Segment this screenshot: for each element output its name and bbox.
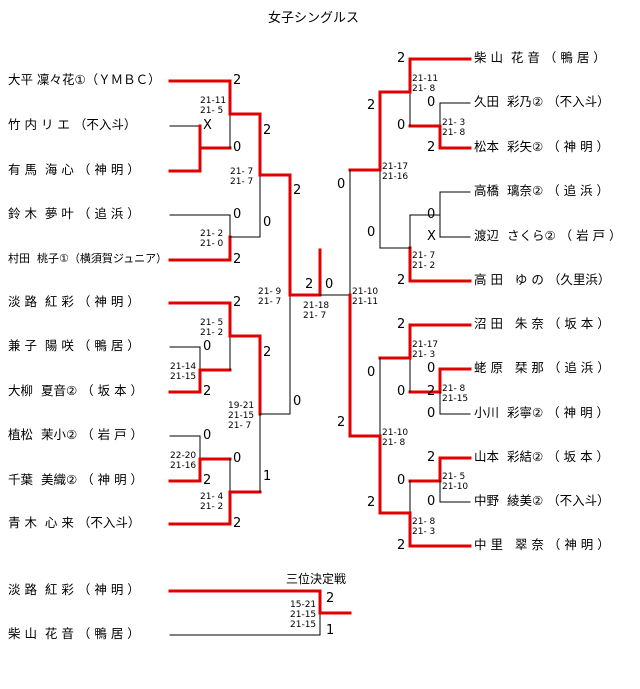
game-count: 0 [203, 428, 212, 443]
right-player: 渡辺 さくら② （ 岩 戸 ） [474, 228, 622, 243]
game-count: 0 [427, 361, 436, 376]
match-score: 21- 7 21- 2 [412, 251, 436, 271]
right-player: 山本 彩結② （ 坂 本 ） [474, 449, 610, 464]
game-count: 0 [203, 339, 212, 354]
match-score: 22-20 21-16 [170, 451, 197, 471]
match-score: 21-17 21-16 [382, 162, 409, 182]
left-player: 大柳 夏音② （ 坂 本 ） [8, 383, 144, 398]
game-count: 2 [367, 495, 376, 510]
left-player: 村田 桃子①（横須賀ジュニア） [8, 252, 168, 265]
right-player: 高 田 ゆ の （久里浜） [474, 272, 611, 287]
game-count: 2 [233, 73, 242, 88]
right-player: 中野 綾美② （不入斗） [474, 493, 610, 508]
game-count: 2 [326, 591, 335, 606]
right-player: 小川 彩寧② （ 神 明 ） [474, 405, 610, 420]
final-left-count: 2 [305, 277, 314, 292]
game-count: 2 [427, 384, 436, 399]
third-player: 淡 路 紅 彩 （ 神 明 ） [8, 582, 140, 597]
game-count: 1 [263, 469, 272, 484]
game-count: 2 [263, 345, 272, 360]
left-player: 植松 茉小② （ 岩 戸 ） [8, 427, 144, 442]
game-count: 2 [233, 516, 242, 531]
game-count: 0 [233, 207, 242, 222]
match-score: 21- 8 21- 3 [412, 517, 436, 537]
game-count: 0 [427, 95, 436, 110]
line-p3 [168, 146, 232, 173]
match-score: 21-10 21- 8 [382, 428, 409, 448]
game-count: 2 [397, 273, 406, 288]
match-score: 21- 4 21- 2 [200, 492, 224, 512]
match-score: 21-11 21- 8 [412, 74, 439, 94]
final-right-count: 0 [325, 277, 334, 292]
game-count: 2 [397, 317, 406, 332]
game-count: 1 [326, 623, 335, 638]
match-score: 21-18 21- 7 [303, 301, 330, 321]
left-player: 兼 子 陽 咲 （ 鴨 居 ） [8, 338, 140, 353]
right-player: 高橋 璃奈② （ 追 浜 ） [474, 183, 610, 198]
game-count: 0 [233, 451, 242, 466]
right-player: 久田 彩乃② （不入斗） [474, 94, 610, 109]
game-count: 2 [233, 252, 242, 267]
match-score: 21- 2 21- 0 [200, 229, 224, 249]
third-player: 柴 山 花 音 （ 鴨 居 ） [8, 626, 140, 641]
game-count: 0 [427, 406, 436, 421]
game-count: 0 [367, 225, 376, 240]
match-score: 15-21 21-15 21-15 [290, 600, 317, 630]
match-score: 21- 5 21- 2 [200, 318, 224, 338]
game-count: 2 [203, 473, 212, 488]
game-count: 0 [427, 207, 436, 222]
game-count: 2 [203, 384, 212, 399]
game-count: 0 [367, 365, 376, 380]
game-count: X [427, 229, 436, 244]
match-score: 21-17 21- 3 [412, 340, 439, 360]
match-score: 21- 5 21-10 [442, 472, 469, 492]
match-score: 21- 8 21-15 [442, 384, 469, 404]
game-count: 0 [293, 394, 302, 409]
right-player: 松本 彩矢② （ 神 明 ） [474, 139, 610, 154]
game-count: 2 [427, 450, 436, 465]
bracket-title: 女子シングルス [268, 11, 360, 26]
match-score: 21- 7 21- 7 [230, 167, 254, 187]
left-player: 竹 内 リ エ （不入斗） [8, 117, 137, 132]
game-count: 0 [427, 494, 436, 509]
left-player: 淡 路 紅 彩 （ 神 明 ） [8, 294, 140, 309]
match-score: 21-14 21-15 [170, 362, 197, 382]
game-count: 2 [427, 140, 436, 155]
game-count: 0 [397, 473, 406, 488]
game-count: 2 [397, 51, 406, 66]
right-player: 柴 山 花 音 （ 鴨 居 ） [474, 50, 606, 65]
right-player: 沼 田 朱 奈 （ 坂 本 ） [474, 316, 610, 331]
left-player: 有 馬 海 心 （ 神 明 ） [8, 162, 140, 177]
game-count: 0 [263, 215, 272, 230]
left-player: 大平 凜々花①（ＹＭＢＣ） [8, 72, 161, 87]
game-count: 2 [397, 538, 406, 553]
game-count: 2 [293, 183, 302, 198]
third-place-title: 三位決定戦 [286, 572, 347, 586]
game-count: X [203, 118, 212, 133]
game-count: 0 [233, 140, 242, 155]
game-count: 2 [337, 415, 346, 430]
left-player: 青 木 心 来 （不入斗） [8, 515, 141, 530]
right-player: 中 里 翠 奈 （ 神 明 ） [474, 537, 610, 552]
game-count: 0 [337, 177, 346, 192]
game-count: 0 [397, 118, 406, 133]
left-player: 鈴 木 夢 叶 （ 追 浜 ） [8, 206, 140, 221]
match-score: 21- 9 21- 7 [258, 287, 282, 307]
left-player: 千葉 美織② （ 神 明 ） [8, 472, 144, 487]
game-count: 0 [397, 384, 406, 399]
match-score: 21-10 21-11 [352, 287, 379, 307]
game-count: 2 [263, 123, 272, 138]
right-player: 蛯 原 栞 那 （ 追 浜 ） [474, 360, 610, 375]
match-score: 19-21 21-15 21- 7 [228, 401, 255, 431]
match-score: 21- 3 21- 8 [442, 118, 466, 138]
match-score: 21-11 21- 5 [200, 96, 227, 116]
game-count: 2 [367, 98, 376, 113]
game-count: 2 [233, 295, 242, 310]
